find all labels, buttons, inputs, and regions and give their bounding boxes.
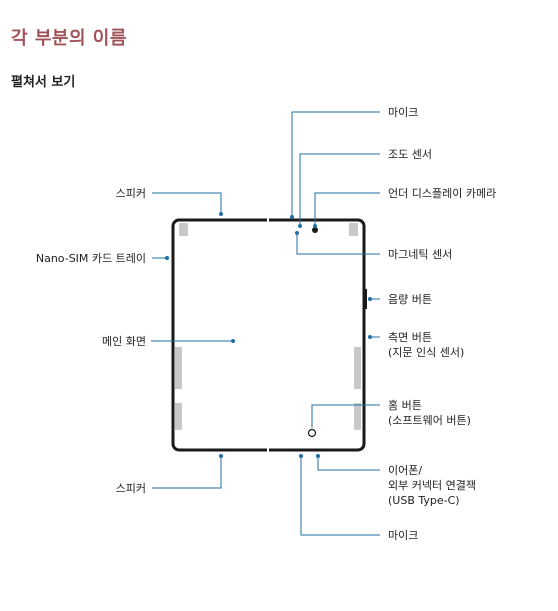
pt-mic-bottom: [299, 454, 303, 458]
leader-mic-top: [291, 111, 380, 217]
hinge-left-lower: [175, 403, 182, 430]
label-earphone: 이어폰/: [388, 464, 423, 477]
leader-magnetic: [296, 233, 380, 255]
pt-side: [368, 335, 372, 339]
section-subtitle: 펼쳐서 보기: [11, 75, 76, 90]
label-home-button-sub: (소프트웨어 버튼): [388, 414, 471, 427]
leader-speaker-top: [152, 192, 222, 214]
leader-light-sensor: [299, 153, 380, 226]
leader-udc: [314, 192, 380, 226]
pt-volume: [368, 297, 372, 301]
pt-nano-sim: [165, 256, 169, 260]
pt-earphone: [316, 454, 320, 458]
label-speaker-top: 스피커: [115, 187, 146, 200]
camera-dot: [312, 227, 318, 233]
pt-speaker-top: [219, 212, 223, 216]
hinge-right-upper: [354, 347, 361, 389]
pt-mic-top: [290, 215, 294, 219]
leader-mic-bottom: [300, 456, 380, 536]
volume-button-shape: [364, 289, 367, 309]
label-udc: 언더 디스플레이 카메라: [388, 187, 497, 200]
label-earphone-sub2: (USB Type-C): [388, 494, 460, 507]
label-magnetic-sensor: 마그네틱 센서: [388, 248, 453, 261]
label-light-sensor: 조도 센서: [388, 148, 432, 161]
label-side-button-sub: (지문 인식 센서): [388, 346, 465, 359]
pt-speaker-bottom: [219, 454, 223, 458]
leader-earphone: [317, 456, 380, 471]
label-main-screen: 메인 화면: [102, 335, 146, 348]
pt-main-screen: [231, 339, 235, 343]
pt-light-sensor: [298, 224, 302, 228]
leader-speaker-bottom: [152, 456, 222, 489]
pt-udc: [313, 224, 317, 228]
corner-mark-top-right: [349, 223, 358, 236]
pt-magnetic: [295, 231, 299, 235]
label-volume-button: 음량 버튼: [388, 293, 432, 306]
label-mic-top: 마이크: [388, 106, 419, 119]
label-earphone-sub: 외부 커넥터 연결잭: [388, 479, 476, 492]
label-speaker-bottom: 스피커: [115, 482, 146, 495]
leader-home: [311, 404, 380, 428]
home-button-shape: [307, 428, 317, 438]
hinge-right-lower: [354, 403, 361, 430]
label-side-button: 측면 버튼: [388, 331, 432, 344]
hinge-left-upper: [175, 347, 182, 389]
corner-mark-top-left: [179, 223, 188, 236]
label-nano-sim: Nano-SIM 카드 트레이: [35, 252, 146, 265]
label-home-button: 홈 버튼: [388, 399, 422, 412]
label-mic-bottom: 마이크: [388, 529, 419, 542]
page-title: 각 부분의 이름: [11, 28, 127, 49]
